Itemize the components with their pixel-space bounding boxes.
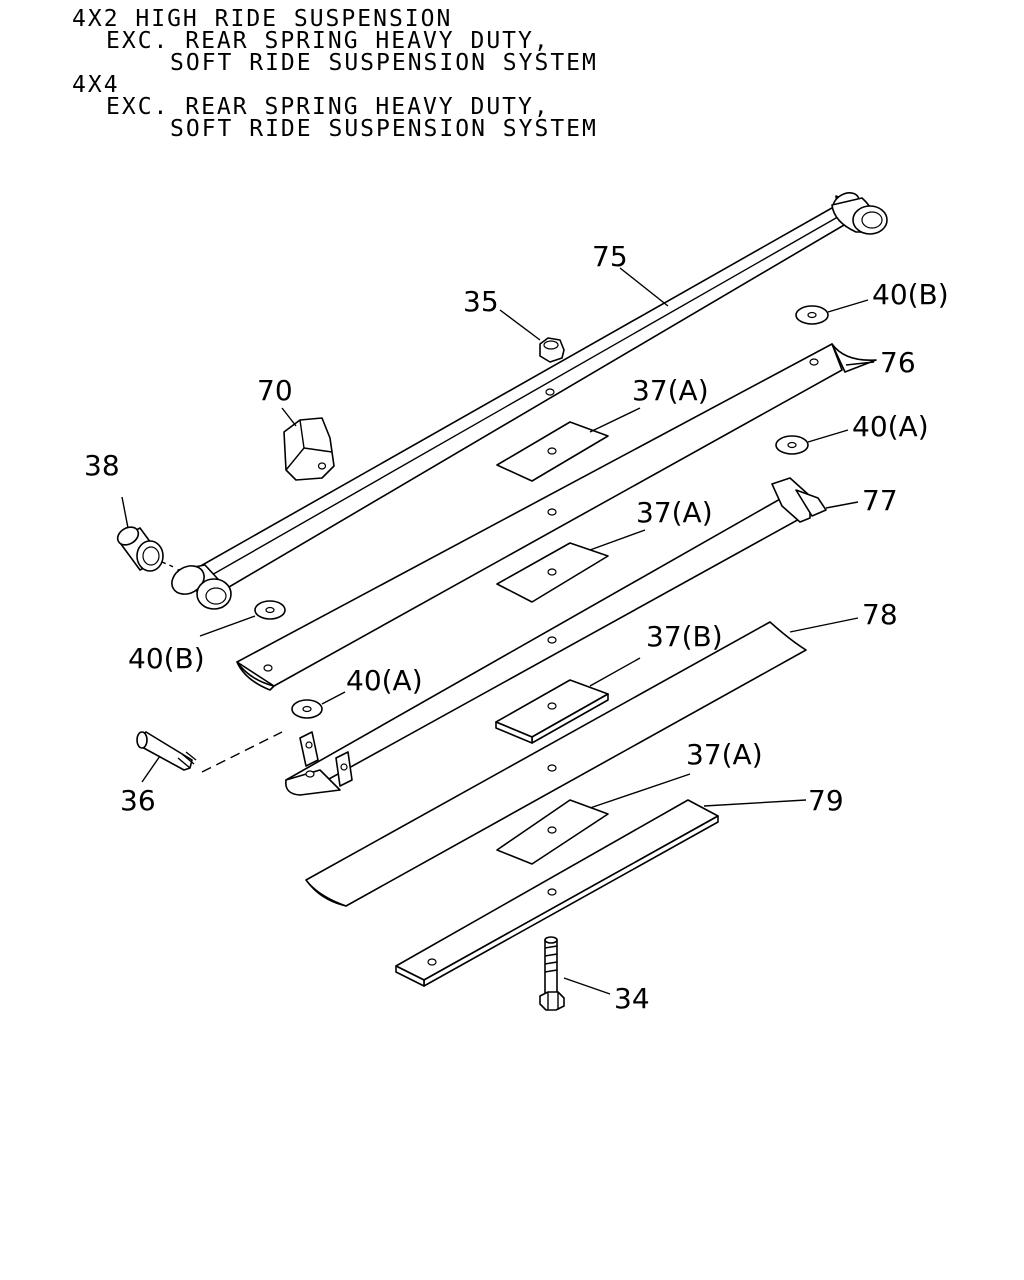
bolt-36 — [136, 731, 283, 783]
label-34: 34 — [614, 982, 650, 1015]
note-line-5: EXC. REAR SPRING HEAVY DUTY, — [106, 94, 550, 120]
pad-37a-1 — [496, 407, 641, 482]
leaf-76 — [236, 343, 877, 691]
label-70: 70 — [257, 374, 293, 407]
washer-40b-left — [199, 600, 286, 637]
label-77: 77 — [862, 484, 898, 517]
callout-labels: 75 35 40(B) 76 70 37(A) 40(A) 38 37(A) 7… — [84, 240, 949, 1015]
pad-37a-3 — [496, 773, 691, 865]
note-line-1: 4X2 HIGH RIDE SUSPENSION — [72, 6, 452, 32]
applicability-notes: 4X2 HIGH RIDE SUSPENSION EXC. REAR SPRIN… — [72, 6, 598, 142]
washer-40b-top — [795, 299, 869, 325]
label-35: 35 — [463, 285, 499, 318]
label-38: 38 — [84, 449, 120, 482]
bump-stopper-70 — [281, 407, 335, 481]
label-37b: 37(B) — [646, 620, 723, 653]
label-76: 76 — [880, 346, 916, 379]
label-75: 75 — [592, 240, 628, 273]
washer-40a-left — [291, 691, 346, 719]
bushing-38 — [116, 496, 177, 572]
label-37a-1: 37(A) — [632, 374, 709, 407]
pad-37a-2 — [496, 529, 646, 603]
note-line-4: 4X4 — [72, 72, 120, 98]
label-40a-left: 40(A) — [346, 664, 423, 697]
leaf-79 — [395, 799, 807, 987]
nut-35 — [499, 309, 565, 363]
leader-75 — [619, 267, 669, 307]
label-37a-2: 37(A) — [636, 496, 713, 529]
label-78: 78 — [862, 598, 898, 631]
label-37a-3: 37(A) — [686, 738, 763, 771]
pad-37b — [495, 657, 641, 744]
note-line-3: SOFT RIDE SUSPENSION SYSTEM — [170, 50, 598, 76]
washer-40a-top — [775, 429, 849, 455]
note-line-2: EXC. REAR SPRING HEAVY DUTY, — [106, 28, 550, 54]
label-40a-top: 40(A) — [852, 410, 929, 443]
label-40b-left: 40(B) — [128, 642, 205, 675]
label-40b-top: 40(B) — [872, 278, 949, 311]
label-36: 36 — [120, 784, 156, 817]
leaf-77 — [284, 477, 859, 796]
main-leaf-75 — [171, 192, 888, 610]
leaf-78 — [305, 617, 859, 907]
label-79: 79 — [808, 784, 844, 817]
note-line-6: SOFT RIDE SUSPENSION SYSTEM — [170, 116, 598, 142]
center-bolt-34 — [539, 936, 611, 1011]
